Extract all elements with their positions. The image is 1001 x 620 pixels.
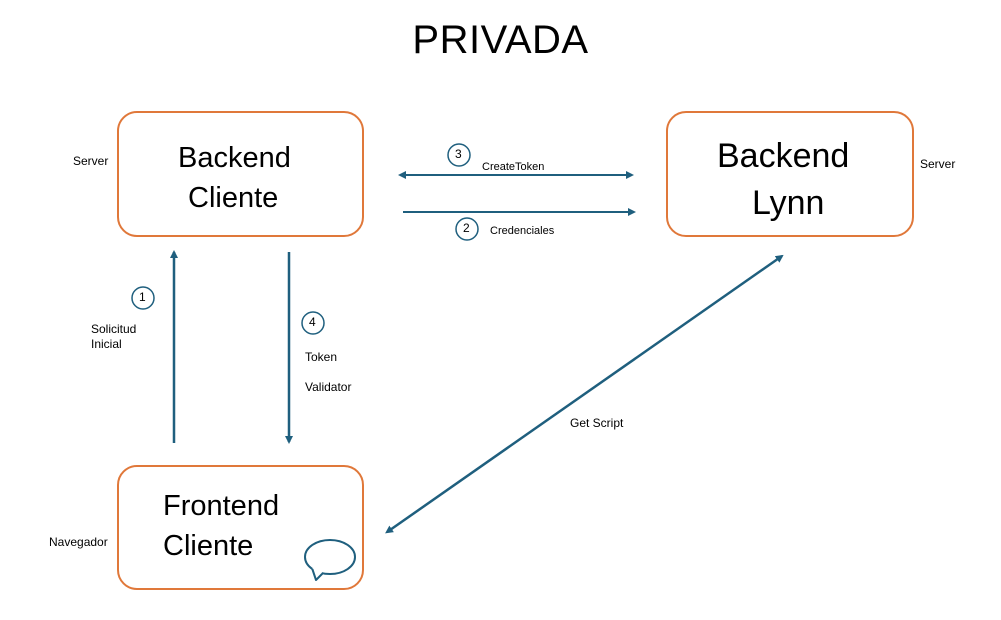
- page-title: PRIVADA: [412, 18, 589, 62]
- backend-cliente-side-label: Server: [73, 154, 109, 168]
- step-number-3: 3: [455, 147, 462, 161]
- backend-lynn-line1: Backend: [717, 137, 850, 175]
- backend-lynn-side-label: Server: [920, 157, 956, 171]
- frontend-cliente-side-label: Navegador: [49, 535, 108, 549]
- step-circle-3: [447, 143, 471, 167]
- step-label-inicial: Inicial: [91, 337, 122, 351]
- frontend-cliente-box: [117, 465, 364, 590]
- frontend-cliente-line1: Frontend: [163, 490, 280, 522]
- backend-lynn-box: [666, 111, 914, 237]
- backend-cliente-box: [117, 111, 364, 237]
- step-circle-2: [455, 217, 479, 241]
- step-number-1: 1: [139, 290, 146, 304]
- step-number-4: 4: [309, 315, 316, 329]
- step-label-solicitud: Solicitud: [91, 322, 137, 336]
- step-circle-4: [301, 311, 325, 335]
- step-circle-1: [131, 286, 155, 310]
- backend-cliente-line2: Cliente: [188, 182, 279, 214]
- speech-bubble-icon: [304, 539, 356, 581]
- arrow-get-script: [385, 254, 784, 534]
- step-label-validator: Validator: [305, 380, 352, 394]
- frontend-cliente-line2: Cliente: [163, 530, 254, 562]
- step-label-createtoken: CreateToken: [482, 161, 545, 173]
- step-label-token: Token: [305, 350, 338, 364]
- step-label-credenciales: Credenciales: [490, 225, 555, 237]
- step-number-2: 2: [463, 221, 470, 235]
- backend-lynn-line2: Lynn: [752, 184, 825, 222]
- backend-cliente-line1: Backend: [178, 142, 291, 174]
- get-script-label: Get Script: [570, 416, 624, 430]
